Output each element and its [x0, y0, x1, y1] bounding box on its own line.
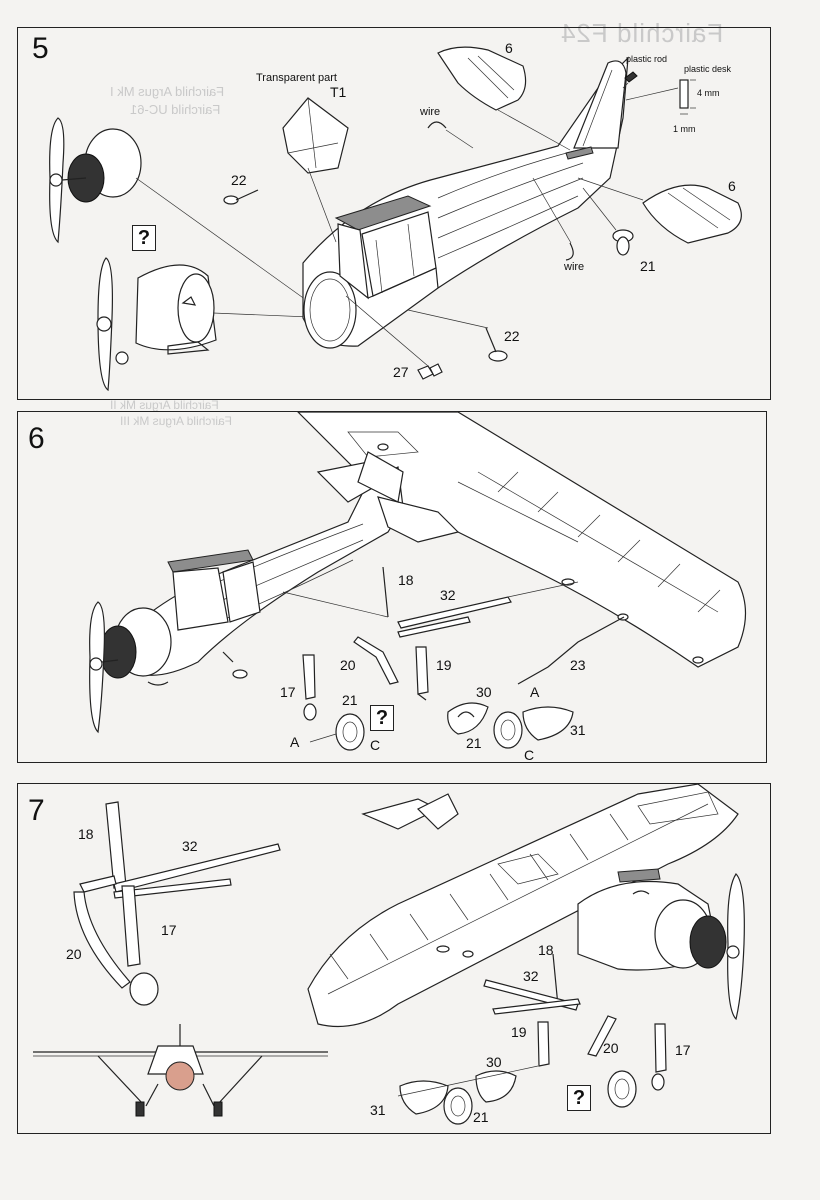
part-23	[517, 616, 625, 685]
label-part-32: 32	[523, 968, 539, 984]
label-part-19: 19	[511, 1024, 527, 1040]
label-part-18: 18	[398, 572, 414, 588]
label-part-31: 31	[370, 1102, 386, 1118]
strut-32-right	[483, 979, 581, 1015]
part-22-bottom	[407, 309, 508, 362]
label-part-22: 22	[504, 328, 520, 344]
part-27	[345, 295, 443, 380]
strut-20-right	[587, 1015, 617, 1057]
label-letter-c: C	[524, 747, 535, 763]
label-part-17: 17	[161, 922, 177, 938]
label-transparent-part: Transparent part	[256, 72, 337, 84]
wire-top-part	[427, 121, 447, 129]
engine-propeller	[89, 601, 172, 734]
tail	[361, 793, 459, 830]
label-part-6: 6	[728, 178, 736, 194]
part-22-top	[223, 189, 259, 205]
wire-bottom-part	[565, 242, 574, 261]
label-part-21: 21	[640, 258, 656, 274]
wheel-21	[443, 1070, 637, 1125]
step-number: 5	[32, 32, 49, 65]
leg-17	[302, 654, 317, 721]
label-part-17: 17	[675, 1042, 691, 1058]
strut-20	[353, 636, 399, 685]
label-dimension: 4 mm	[697, 88, 720, 98]
leg-19	[415, 646, 429, 701]
fuselage	[302, 56, 629, 349]
stabiliser-part-6-right	[577, 177, 742, 244]
strut-32	[397, 581, 579, 638]
step-5-drawing	[49, 46, 742, 392]
label-letter-c: C	[370, 737, 381, 753]
label-letter-a: A	[530, 684, 540, 700]
fairing-31	[522, 706, 574, 741]
label-part-21: 21	[473, 1109, 489, 1125]
label-part-22: 22	[231, 172, 247, 188]
label-part-19: 19	[436, 657, 452, 673]
wheel-21-left	[309, 713, 365, 751]
label-part-30: 30	[486, 1054, 502, 1070]
question-mark-box: ?	[370, 705, 394, 731]
fuselage	[127, 451, 460, 676]
label-dimension: 1 mm	[673, 124, 696, 134]
label-part-20: 20	[603, 1040, 619, 1056]
strut-18	[282, 566, 389, 618]
step-7-panel: 7 18 32 17 20 18 32 19 20 17 30 31 21 ?	[17, 783, 771, 1134]
question-mark-box: ?	[132, 225, 156, 251]
part-21	[582, 187, 634, 256]
step-6-drawing	[89, 411, 747, 751]
fairing-31	[399, 1080, 449, 1115]
label-part-18: 18	[538, 942, 554, 958]
leg-17-right	[651, 1023, 667, 1091]
label-part-32: 32	[182, 838, 198, 854]
label-wire: wire	[564, 261, 585, 273]
leg-19-right	[537, 1021, 550, 1067]
strut-18-right	[552, 953, 559, 1007]
label-t1: T1	[330, 84, 347, 100]
label-part-21: 21	[342, 692, 358, 708]
wing	[296, 411, 747, 668]
label-part-18: 18	[78, 826, 94, 842]
canopy-t1	[282, 97, 349, 243]
fairing-30	[475, 1070, 517, 1103]
wheel-21-right	[493, 711, 523, 749]
engine-propeller-top	[49, 117, 142, 244]
label-part-21: 21	[466, 735, 482, 751]
label-part-32: 32	[440, 587, 456, 603]
plastic-rod-desk	[622, 71, 696, 115]
wing	[307, 783, 739, 1027]
fuselage-engine	[577, 868, 745, 1021]
step-7-drawing	[33, 783, 745, 1125]
step-5-panel: 5 Transparent part T1 6 6 plastic rod pl…	[17, 27, 771, 400]
strut-assembly-detail	[73, 801, 281, 1006]
step-6-panel: 6 18 32 20 19 23 17 21 21 30 31 A C A C …	[17, 411, 767, 763]
label-part-23: 23	[570, 657, 586, 673]
plane-front-view	[33, 1024, 328, 1117]
stabiliser-part-6-top	[437, 46, 571, 151]
label-plastic-desk: plastic desk	[684, 64, 732, 74]
engine-cowling-lower	[96, 257, 217, 392]
label-part-17: 17	[280, 684, 296, 700]
step-number: 7	[28, 794, 45, 827]
fairing-30	[447, 702, 489, 735]
rear-wheel-strut	[222, 651, 248, 679]
label-part-20: 20	[340, 657, 356, 673]
ghost-line: Fairchild Argus Mk II	[110, 398, 219, 412]
step-number: 6	[28, 422, 45, 455]
question-mark-box: ?	[567, 1085, 591, 1111]
label-wire: wire	[420, 106, 441, 118]
label-part-27: 27	[393, 364, 409, 380]
label-part-6: 6	[505, 40, 513, 56]
label-letter-a: A	[290, 734, 300, 750]
label-part-20: 20	[66, 946, 82, 962]
label-plastic-rod: plastic rod	[626, 54, 668, 64]
label-part-30: 30	[476, 684, 492, 700]
label-part-31: 31	[570, 722, 586, 738]
